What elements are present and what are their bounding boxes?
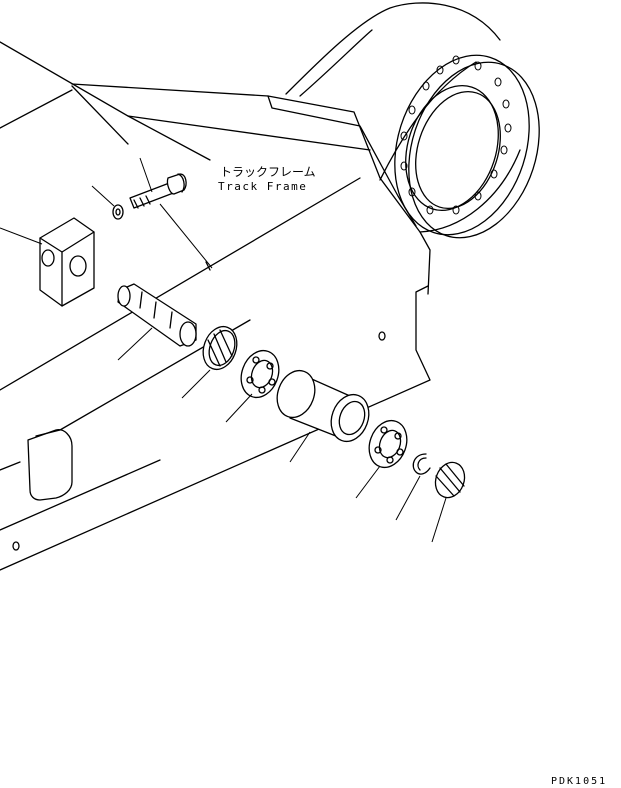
leader-lines	[0, 157, 447, 543]
drawing-code: PDK1051	[551, 776, 607, 787]
sleeve	[276, 369, 370, 443]
bearing-right	[368, 419, 408, 469]
snap-ring	[412, 453, 431, 475]
frame-label-en: Track Frame	[218, 180, 307, 193]
bearing-left	[240, 349, 280, 399]
flange-bolt-holes	[400, 55, 512, 215]
mounting-block	[39, 217, 95, 307]
cap	[434, 461, 466, 499]
shaft	[117, 283, 197, 347]
bolt	[129, 173, 187, 209]
track-frame	[0, 2, 540, 571]
washer	[112, 204, 124, 220]
seal	[202, 325, 238, 371]
frame-label-jp: トラックフレーム	[220, 165, 316, 179]
